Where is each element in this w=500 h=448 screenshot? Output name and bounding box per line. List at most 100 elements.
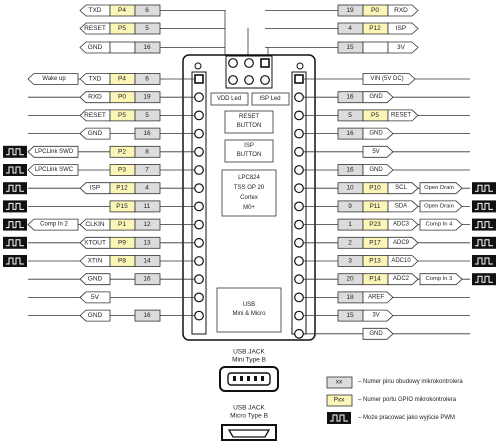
right-row-3-signal-box — [362, 127, 394, 140]
right-row-8-pwm-icon — [472, 218, 496, 231]
legend-pin-desc: – Numer pinu obudowy mikrokontrolera — [358, 379, 463, 385]
legend-port-sample: Pxx — [334, 397, 346, 404]
isp-header-pin-5 — [260, 75, 270, 85]
chip-line-2: Cortex — [240, 195, 258, 201]
right-row-11-pwm-icon-wave — [475, 275, 493, 283]
left-row-6-pwm-icon-bg — [3, 182, 27, 195]
right-row-9-pwm-icon-wave — [475, 239, 493, 247]
left-row-9-pin: 13 — [143, 239, 151, 246]
mini-jack-contact-1 — [240, 376, 243, 381]
left-row-7-pin: 11 — [144, 203, 151, 210]
right-row-12-signal-box — [362, 291, 394, 304]
left-row-8-pwm-icon — [3, 218, 27, 231]
top-right-row-0-port: P0 — [371, 7, 379, 14]
right-row-1-signal: GND — [369, 94, 383, 100]
legend-pwm-icon-wave — [330, 414, 348, 422]
left-row-8-ext: Comp In 2 — [40, 222, 68, 228]
right-row-9-pwm-icon — [472, 236, 496, 249]
top-left-row-1-signal-box — [79, 22, 111, 35]
left-row-11-signal-box — [79, 273, 111, 286]
left-row-4-pwm-icon-bg — [3, 145, 27, 158]
top-right-row-2-port-box — [362, 41, 389, 54]
left-row-3-signal-box — [79, 127, 111, 140]
left-row-8-signal-box — [79, 218, 111, 231]
left-row-2-signal: RESET — [84, 112, 106, 119]
left-row-10-pin-box — [134, 255, 161, 267]
right-hole-12 — [294, 292, 304, 303]
left-row-3-signal: GND — [88, 130, 103, 137]
mount-hole-tl — [194, 62, 202, 70]
left-hole-5 — [194, 165, 204, 175]
isp-led-box — [251, 92, 290, 106]
right-row-8-signal: ADC3 — [393, 222, 410, 228]
right-row-10-pwm-icon-bg — [472, 255, 496, 267]
right-row-7-port: P11 — [369, 203, 380, 210]
right-row-6-ext: Open Drain — [424, 185, 454, 191]
mini-jack-contact-2 — [247, 376, 250, 381]
right-row-10-port: P13 — [369, 258, 381, 265]
isp-header-pin-1 — [244, 58, 254, 68]
left-row-6-pin: 4 — [145, 185, 149, 192]
top-left-row-1-pin-box — [134, 22, 161, 35]
usb-line1: USB — [243, 302, 255, 308]
isp-header-pin-4 — [244, 75, 254, 85]
right-row-2-pin: 5 — [348, 112, 352, 119]
left-row-10-pwm-icon-bg — [3, 255, 27, 267]
right-row-2-signal: RESET — [391, 112, 411, 118]
right-row-8-port: P23 — [369, 221, 381, 228]
left-row-9-pwm-icon-bg — [3, 236, 27, 249]
left-row-8-signal: CLKIN — [85, 221, 104, 228]
left-row-8-port: P1 — [118, 221, 126, 228]
left-row-1-pin: 19 — [143, 94, 151, 101]
right-row-3-signal: GND — [369, 131, 383, 137]
right-row-8-ext-box — [419, 218, 463, 231]
chip-line-3: M0+ — [243, 205, 255, 211]
right-row-8-pin: 1 — [348, 221, 352, 228]
right-row-1-signal-box — [362, 91, 394, 104]
left-row-7-pwm-icon-wave — [6, 202, 24, 210]
legend-pin-swatch — [326, 376, 353, 389]
right-row-13-signal-box — [362, 309, 394, 322]
legend-pwm-icon-bg — [327, 412, 351, 424]
isp-header-pin-3 — [228, 75, 238, 85]
right-row-5-pin: 16 — [346, 167, 354, 174]
right-row-11-ext: Comp In 3 — [426, 276, 453, 282]
right-hole-7 — [294, 201, 304, 212]
isp-header-pin-0 — [228, 58, 238, 68]
isp-button-line1: ISP — [244, 143, 254, 149]
right-hole-13 — [294, 310, 304, 321]
left-hole-11 — [194, 274, 204, 285]
top-right-row-2-signal: 3V — [397, 44, 406, 51]
left-row-4-pin: 8 — [145, 148, 149, 155]
left-row-9-pin-box — [134, 236, 161, 249]
right-row-5-signal: GND — [369, 167, 383, 173]
left-row-9-port: P9 — [118, 239, 126, 246]
left-hole-2 — [194, 110, 204, 121]
left-row-3-pin: 16 — [143, 130, 151, 137]
left-hole-6 — [194, 183, 204, 194]
right-row-8-ext: Comp In 4 — [426, 222, 454, 228]
right-row-11-pwm-icon — [472, 273, 496, 286]
right-hole-5 — [294, 165, 304, 175]
right-row-12-pin: 18 — [346, 294, 354, 301]
right-row-7-pwm-icon — [472, 200, 496, 213]
right-row-9-pwm-icon-bg — [472, 236, 496, 249]
mount-hole-tr — [296, 62, 304, 70]
left-row-5-ext-box — [27, 164, 79, 176]
left-row-8-ext-box — [27, 218, 79, 231]
right-hole-11 — [294, 274, 304, 285]
top-right-row-1-pin: 4 — [348, 25, 352, 32]
left-hole-13 — [194, 310, 204, 321]
left-row-9-pwm-icon — [3, 236, 27, 249]
right-row-11-port: P14 — [369, 276, 381, 283]
left-row-11-pin-box — [134, 273, 161, 286]
top-left-row-0-pin: 6 — [145, 7, 149, 14]
reset-button-line1: RESET — [239, 114, 259, 120]
left-row-6-pin-box — [134, 182, 161, 195]
top-left-row-0-signal: TXD — [89, 7, 102, 14]
left-hole-0 — [194, 74, 204, 84]
chip-box — [221, 169, 277, 217]
isp-button-line2: BUTTON — [237, 152, 262, 158]
